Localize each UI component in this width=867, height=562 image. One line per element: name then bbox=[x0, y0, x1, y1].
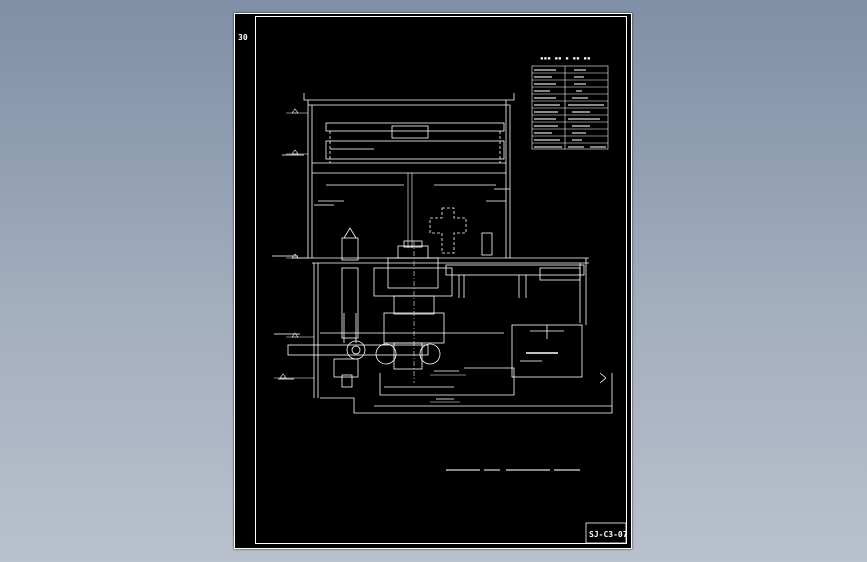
generator bbox=[387, 257, 439, 289]
drawing-sheet: 30 ▪▪▪ ▪▪ ▪ ▪▪ ▪▪ bbox=[234, 13, 632, 549]
foundation bbox=[320, 373, 613, 414]
building-section bbox=[303, 93, 515, 258]
crane-beam bbox=[325, 122, 505, 132]
hoist-outline bbox=[429, 207, 467, 254]
outer-frame bbox=[234, 13, 632, 549]
page-number: 30 bbox=[238, 33, 248, 42]
spec-table-title: ▪▪▪ ▪▪ ▪ ▪▪ ▪▪ bbox=[540, 55, 591, 62]
pipe-column bbox=[341, 267, 359, 339]
title-block bbox=[585, 522, 627, 544]
draft-tube bbox=[379, 367, 515, 396]
elevation-labels bbox=[272, 148, 542, 400]
roof bbox=[303, 93, 515, 101]
elevation-markers bbox=[274, 108, 466, 403]
spec-table: ▪▪▪ ▪▪ ▪ ▪▪ ▪▪ bbox=[531, 55, 609, 150]
generator-floor bbox=[292, 227, 589, 383]
turbine-floor bbox=[287, 263, 613, 414]
drawing-number: SJ-C3-07 bbox=[589, 530, 628, 539]
inner-frame bbox=[255, 16, 627, 544]
cad-drawing: 30 ▪▪▪ ▪▪ ▪ ▪▪ ▪▪ bbox=[234, 13, 632, 549]
spec-table-rows bbox=[534, 69, 606, 148]
penstock bbox=[287, 344, 429, 356]
cabinet-left bbox=[341, 237, 359, 261]
